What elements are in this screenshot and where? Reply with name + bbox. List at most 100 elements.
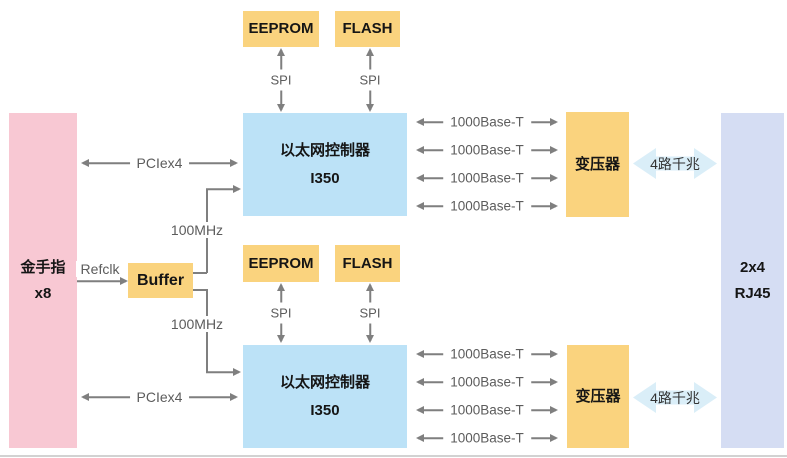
arrow-left-icon (416, 202, 424, 210)
base-t-label: 1000Base-T (443, 430, 531, 446)
eeprom-bottom-label: EEPROM (248, 254, 314, 272)
spi-label: SPI (269, 302, 293, 324)
arrow-right-icon (550, 378, 558, 386)
base-t-label: 1000Base-T (443, 170, 531, 186)
arrow-left-icon (416, 378, 424, 386)
transformer-top-block: 变压器 (566, 112, 629, 217)
refclk-label: Refclk (76, 261, 124, 277)
gold-finger-label-line1: 金手指 (20, 258, 66, 276)
eeprom-top-label: EEPROM (248, 20, 314, 37)
base-t-label: 1000Base-T (443, 142, 531, 158)
arrow-right-icon (550, 406, 558, 414)
base-t-arrow-6: 1000Base-T (416, 374, 558, 390)
arrow-right-icon (550, 174, 558, 182)
transformer-top-label: 变压器 (574, 155, 620, 173)
base-t-arrow-8: 1000Base-T (416, 430, 558, 446)
double-arrow-icon (633, 148, 717, 179)
gigabit-bottom-label: 4路千兆 (650, 389, 700, 406)
controller-top-label-line1: 以太网控制器 (279, 141, 370, 159)
arrow-right-icon (550, 118, 558, 126)
gigabit-arrow-bottom: 4路千兆 (633, 381, 717, 414)
rj45-label-line1: 2x4 (739, 258, 766, 276)
eeprom-bottom-block: EEPROM (243, 245, 319, 282)
gold-finger-label-line2: x8 (34, 284, 52, 302)
base-t-label: 1000Base-T (443, 374, 531, 390)
transformer-bottom-label: 变压器 (575, 387, 621, 405)
arrow-right-icon (230, 159, 238, 167)
refclk-arrow (77, 275, 128, 287)
arrow-left-icon (81, 159, 89, 167)
clock-arrow-top (206, 183, 241, 195)
arrow-down-icon (366, 335, 374, 343)
base-t-arrow-7: 1000Base-T (416, 402, 558, 418)
arrow-up-icon (366, 283, 374, 291)
controller-bottom-label-line1: 以太网控制器 (279, 373, 370, 391)
base-t-arrow-5: 1000Base-T (416, 346, 558, 362)
flash-top-label: FLASH (342, 20, 393, 37)
arrow-right-icon (233, 368, 241, 376)
buffer-block: Buffer (128, 263, 193, 298)
gigabit-arrow-top: 4路千兆 (633, 147, 717, 180)
arrow-right-icon (233, 185, 241, 193)
spi-arrow-top-eeprom: SPI (269, 48, 293, 112)
flash-bottom-label: FLASH (342, 254, 393, 272)
pcie-arrow-bottom: PCIex4 (81, 389, 238, 405)
base-t-label: 1000Base-T (443, 114, 531, 130)
controller-bottom-label-line2: I350 (310, 401, 340, 419)
arrow-right-icon (550, 350, 558, 358)
base-t-arrow-1: 1000Base-T (416, 114, 558, 130)
arrow-left-icon (416, 174, 424, 182)
arrow-right-icon (120, 277, 128, 285)
clock-stub-top (193, 272, 207, 274)
pcie-top-label: PCIex4 (129, 155, 190, 171)
gold-finger-block: 金手指 x8 (9, 113, 77, 448)
clock-top-label: 100MHz (163, 222, 231, 238)
spi-label: SPI (358, 69, 382, 91)
arrow-left-icon (416, 406, 424, 414)
arrow-left-icon (81, 393, 89, 401)
arrow-down-icon (277, 335, 285, 343)
arrow-down-icon (366, 104, 374, 112)
base-t-label: 1000Base-T (443, 402, 531, 418)
flash-top-block: FLASH (335, 11, 400, 47)
arrow-up-icon (366, 48, 374, 56)
arrow-left-icon (416, 146, 424, 154)
ethernet-controller-top-block: 以太网控制器 I350 (243, 113, 407, 216)
arrow-down-icon (277, 104, 285, 112)
clock-stub-bottom (193, 289, 207, 291)
arrow-right-icon (550, 202, 558, 210)
flash-bottom-block: FLASH (335, 245, 400, 282)
spi-arrow-bottom-eeprom: SPI (269, 283, 293, 343)
buffer-label: Buffer (136, 271, 185, 289)
spi-label: SPI (358, 302, 382, 324)
gigabit-top-label: 4路千兆 (650, 155, 700, 172)
pcie-arrow-top: PCIex4 (81, 155, 238, 171)
clock-bottom-label: 100MHz (163, 316, 231, 332)
bottom-divider (0, 455, 787, 457)
arrow-right-icon (550, 434, 558, 442)
spi-label: SPI (269, 69, 293, 91)
spi-arrow-top-flash: SPI (358, 48, 382, 112)
spi-arrow-bottom-flash: SPI (358, 283, 382, 343)
base-t-arrow-3: 1000Base-T (416, 170, 558, 186)
eeprom-top-block: EEPROM (243, 11, 319, 47)
arrow-left-icon (416, 350, 424, 358)
rj45-label-line2: RJ45 (734, 284, 771, 302)
base-t-arrow-4: 1000Base-T (416, 198, 558, 214)
arrow-left-icon (416, 434, 424, 442)
clock-arrow-bottom (206, 366, 241, 378)
controller-top-label-line2: I350 (310, 169, 340, 187)
arrow-left-icon (416, 118, 424, 126)
arrow-right-icon (230, 393, 238, 401)
transformer-bottom-block: 变压器 (567, 345, 629, 448)
arrow-right-icon (550, 146, 558, 154)
rj45-block: 2x4 RJ45 (721, 113, 784, 448)
base-t-arrow-2: 1000Base-T (416, 142, 558, 158)
base-t-label: 1000Base-T (443, 346, 531, 362)
arrow-up-icon (277, 283, 285, 291)
arrow-up-icon (277, 48, 285, 56)
ethernet-controller-bottom-block: 以太网控制器 I350 (243, 345, 407, 448)
double-arrow-icon (633, 382, 717, 413)
base-t-label: 1000Base-T (443, 198, 531, 214)
